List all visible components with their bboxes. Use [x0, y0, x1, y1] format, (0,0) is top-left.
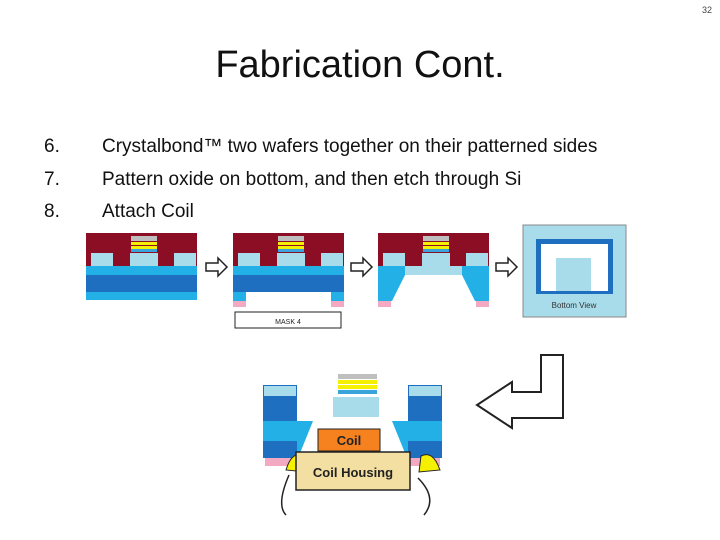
slide-title: Fabrication Cont.: [215, 44, 505, 86]
wall-right-oxide: [408, 421, 442, 441]
panel-1-bonded-wafers: [86, 233, 197, 300]
wall-left-bottom: [263, 441, 297, 458]
step-item: 8. Attach Coil: [44, 196, 597, 229]
coil-housing-label: Coil Housing: [313, 465, 393, 480]
step-text: Crystalbond™ two wafers together on thei…: [102, 136, 598, 157]
coil-stack: [338, 390, 377, 394]
resist-left: [378, 301, 391, 307]
step-item: 6. Crystalbond™ two wafers together on t…: [44, 131, 597, 164]
etched-si-right: [462, 275, 489, 301]
etch-slope-left: [297, 421, 313, 458]
coil-housing: [295, 451, 411, 491]
resist-left: [265, 458, 295, 466]
return-arrow-icon: [475, 354, 564, 430]
mask-label: MASK 4: [275, 319, 301, 326]
bottom-oxide-layer: [86, 292, 197, 300]
step-number: 6.: [44, 136, 60, 157]
post-center: [422, 253, 450, 266]
oxide-layer: [233, 266, 344, 275]
step-number: 7.: [44, 168, 60, 190]
wall-right-bottom: [408, 441, 442, 458]
coil-stack: [278, 236, 304, 241]
oxide-pad-left: [233, 292, 246, 301]
oxide-pad-right: [331, 292, 344, 301]
coil-stack: [131, 249, 157, 252]
post-center: [130, 253, 158, 266]
coil-stack: [423, 249, 449, 252]
membrane: [405, 266, 462, 275]
mask-box: [234, 311, 342, 329]
coil-label: Coil: [337, 433, 362, 448]
etched-si-left: [378, 275, 405, 301]
coil-stack: [131, 246, 157, 249]
coil-stack: [338, 374, 377, 379]
lead-wire-right: [417, 477, 431, 516]
resist-right: [331, 301, 344, 307]
step-arrow-icon: [350, 256, 374, 278]
step-text: Pattern oxide on bottom, and then etch t…: [102, 168, 522, 190]
coil-stack: [131, 236, 157, 241]
coil-stack: [338, 380, 377, 384]
resist-right: [476, 301, 489, 307]
post-left: [91, 253, 113, 266]
wall-left-light: [264, 386, 296, 396]
coil-stack: [278, 249, 304, 252]
resist-left: [233, 301, 246, 307]
adhesive-right: [418, 454, 441, 473]
step-item: 7. Pattern oxide on bottom, and then etc…: [44, 164, 597, 197]
step-arrow-icon: [205, 256, 229, 278]
wall-left-oxide: [263, 421, 297, 441]
panel-2-patterned-oxide: [233, 233, 344, 329]
lead-wire-left: [280, 474, 290, 516]
bottom-view-membrane: [556, 258, 591, 291]
bottom-view-label: Bottom View: [552, 301, 597, 310]
coil-stack: [278, 246, 304, 249]
step-text: Attach Coil: [102, 201, 194, 222]
post-center: [277, 253, 305, 266]
coil-stack: [423, 242, 449, 245]
etch-slope-right: [392, 421, 408, 458]
final-assembly: [263, 374, 442, 516]
membrane: [333, 397, 379, 417]
silicon-layer: [233, 275, 344, 292]
slide-number: 32: [701, 5, 712, 15]
coil-stack: [338, 385, 377, 389]
coil-stack: [131, 242, 157, 245]
coil-stack: [278, 242, 304, 245]
steps-list: 6. Crystalbond™ two wafers together on t…: [44, 131, 597, 229]
post-left: [238, 253, 260, 266]
wall-right-light: [409, 386, 441, 396]
step-number: 8.: [44, 201, 60, 222]
coil-stack: [423, 246, 449, 249]
coil-stack: [423, 236, 449, 241]
oxide-layer: [86, 266, 197, 275]
post-left: [383, 253, 405, 266]
panel-3-etched-silicon: [378, 233, 489, 307]
post-right: [466, 253, 488, 266]
panel-4-bottom-view: [522, 224, 627, 318]
silicon-layer: [86, 275, 197, 292]
post-right: [321, 253, 343, 266]
coil-block: [317, 428, 381, 452]
post-right: [174, 253, 196, 266]
step-arrow-icon: [495, 256, 519, 278]
